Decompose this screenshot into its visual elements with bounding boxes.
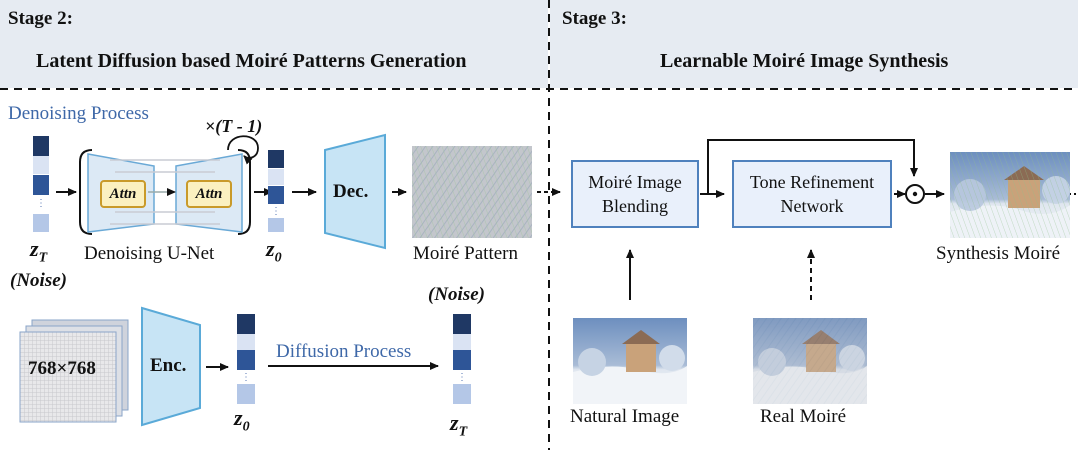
z0-label-bottom: z0 bbox=[234, 405, 250, 435]
svg-text:⋮: ⋮ bbox=[457, 372, 467, 383]
stage3-title: Learnable Moiré Image Synthesis bbox=[660, 50, 949, 72]
unet-label: Denoising U-Net bbox=[84, 243, 215, 264]
repeat-count-label: ×(T - 1) bbox=[205, 116, 263, 136]
encoder-shape bbox=[141, 306, 201, 427]
encoder-label: Enc. bbox=[150, 355, 187, 376]
z0-label-top: z0 bbox=[266, 236, 282, 266]
attn-block-left: Attn bbox=[100, 180, 146, 208]
svg-text:⋮: ⋮ bbox=[241, 372, 251, 383]
stage3-tag: Stage 3: bbox=[562, 8, 627, 29]
synthesis-output-image bbox=[950, 152, 1070, 238]
image-size-label: 768×768 bbox=[28, 358, 96, 379]
latent-z0-top: ⋮ bbox=[268, 150, 284, 232]
latent-z0-bottom: ⋮ bbox=[237, 314, 255, 404]
moire-pattern-image bbox=[412, 146, 532, 238]
stage2-tag: Stage 2: bbox=[8, 8, 73, 29]
stage2-title: Latent Diffusion based Moiré Patterns Ge… bbox=[36, 50, 467, 72]
diffusion-process-label: Diffusion Process bbox=[276, 341, 412, 362]
repeat-loop-arrow bbox=[227, 135, 259, 165]
unet-bracket-right bbox=[237, 149, 251, 235]
real-moire-image bbox=[753, 318, 867, 404]
moire-blending-box: Moiré Image Blending bbox=[571, 160, 699, 228]
stage3-header bbox=[550, 0, 1078, 88]
skip-connection bbox=[707, 139, 918, 194]
noise-label-top: (Noise) bbox=[10, 270, 67, 291]
natural-image bbox=[573, 318, 687, 404]
attn-block-right: Attn bbox=[186, 180, 232, 208]
stage2-header bbox=[0, 0, 548, 88]
latent-zt-bottom: ⋮ bbox=[453, 314, 471, 404]
svg-text:⋮: ⋮ bbox=[36, 198, 46, 209]
denoising-process-label: Denoising Process bbox=[8, 103, 149, 124]
synthesis-moire-label: Synthesis Moiré bbox=[936, 243, 1061, 264]
zt-label-bottom: zT bbox=[450, 410, 468, 440]
zt-label-top: zT bbox=[30, 236, 48, 266]
decoder-shape bbox=[324, 133, 386, 250]
tone-refinement-box: Tone Refinement Network bbox=[732, 160, 892, 228]
svg-text:⋮: ⋮ bbox=[271, 206, 281, 217]
natural-image-label: Natural Image bbox=[570, 406, 680, 427]
input-image-stack bbox=[19, 319, 129, 423]
moire-pattern-label: Moiré Pattern bbox=[413, 243, 519, 264]
decoder-label: Dec. bbox=[333, 181, 369, 202]
noise-label-bottom: (Noise) bbox=[428, 284, 485, 305]
unet-bracket-left bbox=[79, 149, 93, 235]
latent-zt-top: ⋮ bbox=[33, 136, 49, 232]
real-moire-label: Real Moiré bbox=[760, 406, 847, 427]
